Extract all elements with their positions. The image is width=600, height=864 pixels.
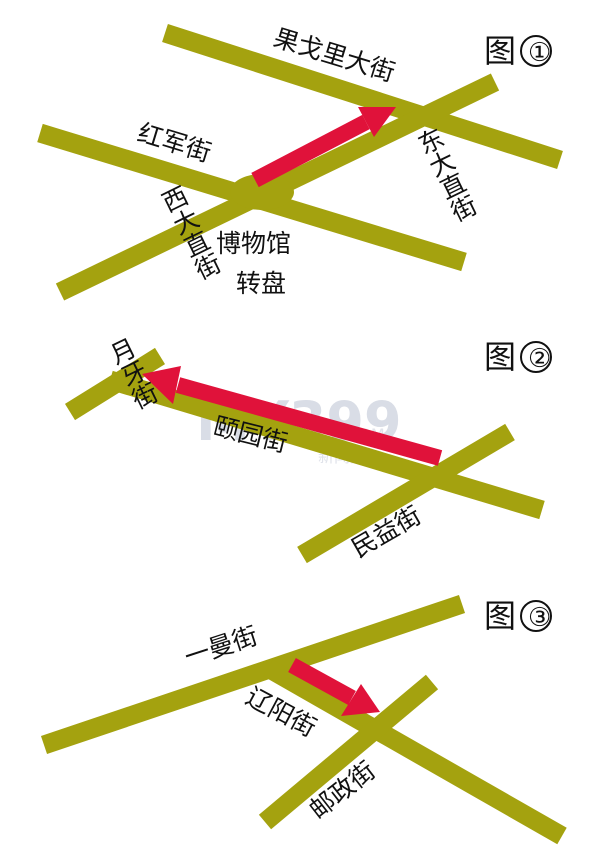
figure-2-number: ② (528, 344, 551, 374)
figure-3-number: ③ (528, 603, 551, 633)
label-yiman-street: 一曼街 (181, 621, 261, 672)
road-yiman-street (40, 594, 466, 755)
route-arrow-2 (142, 366, 443, 466)
figure-1-label: 图 (484, 32, 516, 70)
label-roundabout: 转盘 (236, 269, 286, 298)
route-arrow-3 (288, 657, 380, 716)
figure-3-label: 图 (484, 597, 516, 635)
road-liaoyang-street (263, 659, 567, 845)
panel-3: 一曼街 辽阳街 邮政街 图 ③ (40, 594, 567, 845)
route-arrow-1 (251, 107, 396, 188)
road-youzheng-street (258, 674, 439, 830)
road-guogeli-street (162, 23, 563, 170)
panel-2: 月牙街 颐园街 民益街 图 ② (64, 334, 552, 564)
road-minyi-street (297, 423, 515, 564)
figure-1-number: ① (528, 38, 551, 68)
museum-roundabout (230, 174, 294, 210)
panel-1: 果戈里大街 红军街 西大直街 东大直街 博物馆 转盘 图 ① (37, 23, 563, 301)
figure-2-label: 图 (484, 338, 516, 376)
road-yiyuan-street (107, 370, 545, 520)
label-museum: 博物馆 (216, 229, 291, 258)
